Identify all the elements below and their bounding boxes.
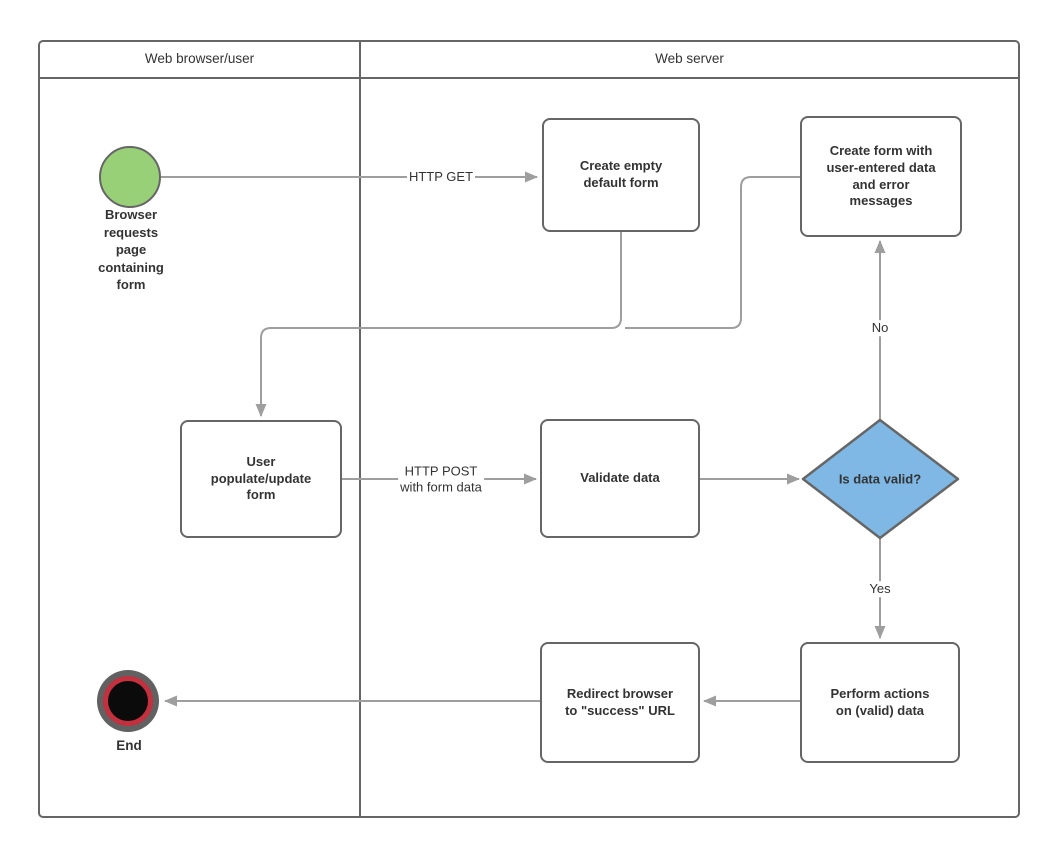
node-validate-label: Validate data	[580, 470, 660, 486]
node-create-form-label: Create form with user-entered data and e…	[826, 142, 936, 209]
edge-label-http-get[interactable]: HTTP GET	[406, 169, 476, 185]
edge-create-empty-to-user-populate[interactable]	[255, 232, 622, 417]
node-perform-actions[interactable]: Perform actions on (valid) data	[800, 642, 960, 763]
lane-title-web-server[interactable]: Web server	[655, 51, 724, 66]
node-perform-label: Perform actions on (valid) data	[830, 685, 930, 718]
lane-header-divider	[38, 77, 1020, 79]
end-node-red-ring	[103, 676, 153, 726]
node-user-populate-label: User populate/update form	[210, 453, 312, 503]
node-user-populate-update-form[interactable]: User populate/update form	[180, 420, 342, 538]
end-node-circle[interactable]	[97, 670, 159, 732]
node-redirect-label: Redirect browser to "success" URL	[565, 685, 675, 718]
decision-node-label: Is data valid?	[838, 471, 922, 487]
edge-label-yes[interactable]: Yes	[867, 581, 893, 597]
node-create-form-with-errors[interactable]: Create form with user-entered data and e…	[800, 116, 962, 237]
edge-label-no[interactable]: No	[869, 320, 891, 336]
start-node-circle[interactable]	[99, 146, 161, 208]
start-node-label: Browser requests page containing form	[98, 207, 164, 293]
node-create-empty-label: Create empty default form	[579, 158, 663, 190]
swimlane-pool-frame	[38, 40, 1020, 818]
node-redirect-browser[interactable]: Redirect browser to "success" URL	[540, 642, 700, 763]
edge-create-form-to-user-populate[interactable]	[625, 176, 800, 329]
node-validate-data[interactable]: Validate data	[540, 419, 700, 538]
lane-title-web-browser-user[interactable]: Web browser/user	[144, 51, 255, 66]
node-create-empty-default-form[interactable]: Create empty default form	[542, 118, 700, 232]
end-node-core	[108, 681, 148, 721]
edge-label-http-post[interactable]: HTTP POST with form data	[398, 463, 484, 495]
lane-vertical-divider	[359, 40, 361, 818]
decision-diamond-shape[interactable]	[801, 418, 960, 540]
end-node-label: End	[116, 738, 142, 753]
